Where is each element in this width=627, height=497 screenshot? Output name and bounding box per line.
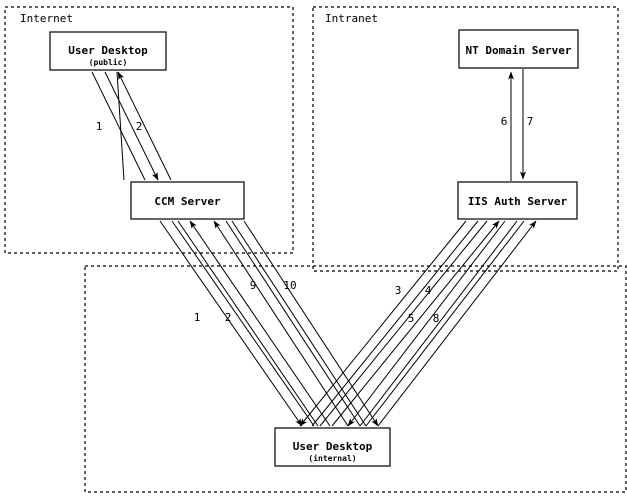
flow-group-iis-ntdomain xyxy=(508,69,526,181)
zone-intranet: Intranet xyxy=(312,6,619,272)
flow-step-label-4: 4 xyxy=(425,284,432,297)
flow-line-2-ccm-to-public-seg xyxy=(116,71,125,181)
flow-line-3-iis-to-internal xyxy=(299,220,467,427)
node-nt-domain-server-title: NT Domain Server xyxy=(466,44,572,57)
node-user-desktop-internal-title: User Desktop xyxy=(293,440,373,453)
flow-step-label-9: 9 xyxy=(250,279,257,292)
node-ccm-server-box[interactable] xyxy=(130,181,245,220)
flow-line-2-internal-to-ccm-edge xyxy=(177,220,319,427)
zone-internet-border xyxy=(4,6,294,254)
zone-internet: Internet xyxy=(4,6,294,254)
node-nt-domain-server-box[interactable] xyxy=(458,29,579,69)
flow-step-label-5: 5 xyxy=(408,312,415,325)
flow-line-4-internal-to-iis xyxy=(331,220,500,427)
flow-step-label-6: 6 xyxy=(501,115,508,128)
flow-line-9-internal-to-ccm-edge xyxy=(225,220,361,427)
flow-line-8-internal-to-iis xyxy=(377,220,537,427)
flow-step-label-3: 3 xyxy=(395,284,402,297)
node-user-desktop-internal-subtitle: (internal) xyxy=(308,453,356,463)
flow-line-10-ccm-to-internal xyxy=(243,220,379,427)
flow-group-ccm-internal-910 xyxy=(213,220,379,427)
flow-line-5-iis-to-internal-edge xyxy=(359,220,518,427)
flow-step-label-7: 7 xyxy=(527,115,534,128)
zone-intranet-label: Intranet xyxy=(325,12,378,25)
flow-line-1-ccm-to-internal-edge xyxy=(171,220,315,427)
flow-line-1-public-to-ccm xyxy=(104,71,159,181)
node-iis-auth-server-box[interactable] xyxy=(457,181,578,220)
flow-step-label-1a: 1 xyxy=(96,120,103,133)
node-user-desktop-public[interactable]: User Desktop (public) xyxy=(49,31,167,71)
flow-line-1-ccm-to-internal xyxy=(159,220,303,427)
node-nt-domain-server[interactable]: NT Domain Server xyxy=(458,29,579,69)
node-ccm-server[interactable]: CCM Server xyxy=(130,181,245,220)
flow-line-8-internal-to-iis-edge xyxy=(365,220,525,427)
flow-group-public-ccm xyxy=(91,71,172,181)
flow-group-ccm-internal-12 xyxy=(159,220,331,427)
flow-line-5-iis-to-internal xyxy=(347,220,506,427)
node-ccm-server-title: CCM Server xyxy=(154,195,221,208)
zone-internal xyxy=(84,265,627,493)
zone-intranet-border xyxy=(312,6,619,272)
flow-line-2-ccm-to-public xyxy=(117,71,172,181)
node-user-desktop-internal-box[interactable] xyxy=(274,427,391,467)
flow-group-iis-internal-58 xyxy=(347,220,537,427)
flow-line-10-ccm-to-internal-edge xyxy=(231,220,367,427)
flow-step-label-8: 8 xyxy=(433,312,440,325)
flow-line-4-internal-to-iis-edge xyxy=(319,220,488,427)
flow-group-iis-internal-34 xyxy=(299,220,500,427)
flow-line-3-iis-to-internal-edge xyxy=(311,220,479,427)
zone-internet-label: Internet xyxy=(20,12,73,25)
node-user-desktop-public-title: User Desktop xyxy=(68,44,148,57)
flow-step-label-10: 10 xyxy=(283,279,296,292)
flow-step-label-2b: 2 xyxy=(225,311,232,324)
node-user-desktop-internal[interactable]: User Desktop (internal) xyxy=(274,427,391,467)
flow-step-label-2a: 2 xyxy=(136,120,143,133)
node-user-desktop-public-box[interactable] xyxy=(49,31,167,71)
flow-line-9-internal-to-ccm xyxy=(213,220,349,427)
flow-line-2-internal-to-ccm xyxy=(189,220,331,427)
flow-step-label-1b: 1 xyxy=(194,311,201,324)
zone-internal-border xyxy=(84,265,627,493)
node-user-desktop-public-subtitle: (public) xyxy=(89,57,128,67)
flow-line-1-public-to-ccm-seg xyxy=(91,71,146,181)
node-iis-auth-server[interactable]: IIS Auth Server xyxy=(457,181,578,220)
node-iis-auth-server-title: IIS Auth Server xyxy=(468,195,568,208)
flow-step-labels: 1 2 1 2 3 4 5 6 7 8 9 10 xyxy=(96,115,534,325)
